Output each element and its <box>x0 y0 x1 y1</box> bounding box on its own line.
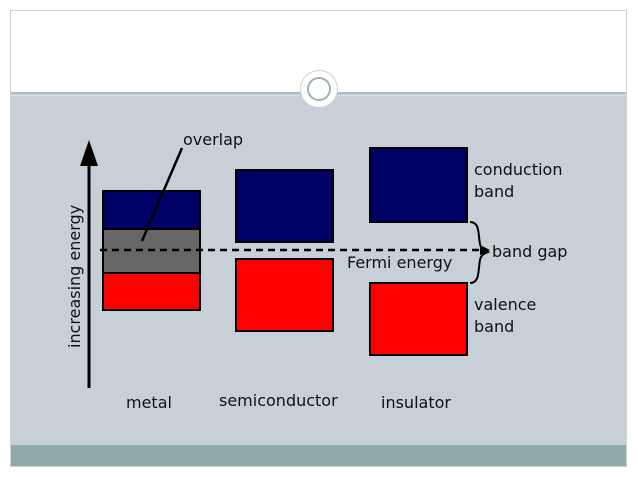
conduction-label-line2: band <box>474 182 514 201</box>
metal-label: metal <box>126 393 172 412</box>
band-gap-brace-icon <box>469 221 491 284</box>
energy-axis-arrow-icon <box>80 140 98 166</box>
insulator-conduction-band <box>369 147 468 223</box>
overlap-pointer-line <box>140 147 184 242</box>
overlap-label: overlap <box>183 130 243 149</box>
axis-label: increasing energy <box>65 205 84 348</box>
conduction-label-line1: conduction <box>474 160 562 179</box>
semiconductor-conduction-band <box>235 169 334 243</box>
metal-valence-band <box>102 272 201 311</box>
band-gap-label: band gap <box>492 242 567 261</box>
insulator-valence-band <box>369 282 468 356</box>
fermi-energy-label: Fermi energy <box>347 253 452 272</box>
valence-label-line2: band <box>474 317 514 336</box>
circle-ornament-icon <box>300 70 338 108</box>
footer-bar <box>11 445 626 466</box>
circle-ornament-inner <box>307 77 331 101</box>
valence-label-line1: valence <box>474 295 536 314</box>
semiconductor-label: semiconductor <box>219 391 338 410</box>
metal-conduction-band <box>102 190 201 230</box>
semiconductor-valence-band <box>235 258 334 332</box>
insulator-label: insulator <box>381 393 451 412</box>
